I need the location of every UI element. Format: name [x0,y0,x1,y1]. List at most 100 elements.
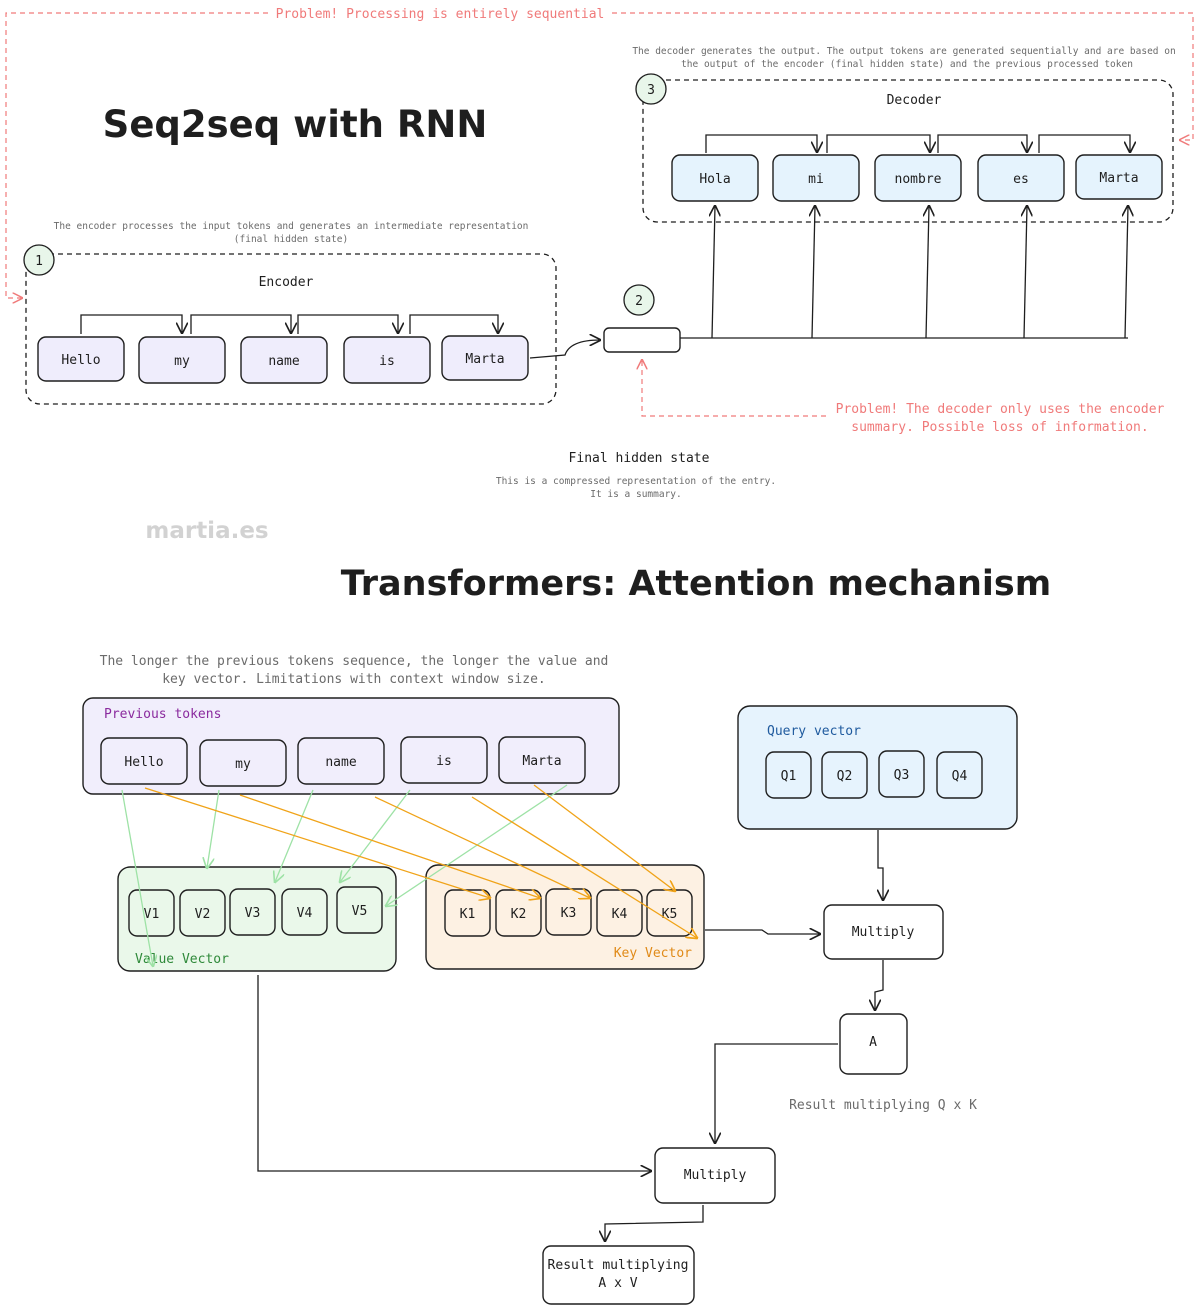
result-av-line-2: A x V [598,1276,637,1291]
encoder-token-label-2: my [174,354,190,369]
summary-problem-text-1: Problem! The decoder only uses the encod… [836,402,1165,417]
decoder-container [642,79,1174,223]
summary-problem-text-2: summary. Possible loss of information. [851,420,1148,435]
attention-a-box [839,1013,908,1075]
encoder-sequence-arrow-2 [190,314,291,334]
decoder-token-box-4 [977,154,1065,202]
query-vector-label: Query vector [767,724,861,739]
value-item-label-1: V1 [144,907,160,922]
key-item-label-2: K2 [511,907,527,922]
attention-a-label: A [869,1035,877,1050]
previous-token-label-2: my [235,757,251,772]
decoder-token-box-3 [874,154,962,202]
value-item-label-5: V5 [352,904,368,919]
multiply-to-a-arrow [875,960,884,1010]
query-item-box-1 [765,751,812,799]
encoder-token-box-2 [138,336,226,384]
encoder-step-badge [23,244,55,276]
hidden-step-badge [623,284,655,316]
value-item-label-3: V3 [245,906,261,921]
query-item-box-4 [936,751,983,799]
encoder-token-label-5: Marta [465,352,504,367]
hidden-description: This is a compressed representation of t… [496,476,776,487]
hidden-description-2: It is a summary. [590,489,682,500]
decoder-tokens: Hola mi nombre es Marta [671,134,1163,202]
token-to-key-arrows [144,784,697,938]
key-item-label-4: K4 [612,907,628,922]
value-item-box-1 [128,889,175,937]
encoder-label: Encoder [259,275,314,290]
previous-token-label-5: Marta [522,754,561,769]
encoder-sequence-arrow-3 [297,314,398,334]
result-av-box [542,1245,695,1305]
summary-problem-connector [642,360,826,417]
query-item-box-3 [878,750,925,798]
key-item-label-5: K5 [662,907,678,922]
decoder-token-label-3: nombre [895,172,942,187]
transformers-title: Transformers: Attention mechanism [341,564,1051,604]
encoder-sequence-arrow-1 [80,314,182,334]
value-item-label-4: V4 [297,906,313,921]
decoder-step-number: 3 [647,83,655,98]
previous-token-label-3: name [325,755,356,770]
decoder-token-label-1: Hola [699,172,730,187]
previous-token-box-5 [498,736,586,784]
decoder-sequence-arrow-4 [1038,134,1130,153]
sequential-problem-text: Problem! Processing is entirely sequenti… [276,7,605,22]
previous-tokens-label: Previous tokens [104,707,221,722]
value-item-box-5 [336,886,383,934]
decoder-sequence-arrow-3 [937,134,1027,153]
sequential-problem-connector [5,12,1194,298]
value-vector-label: Value Vector [135,952,229,967]
query-item-label-4: Q4 [952,769,968,784]
final-hidden-state-box [603,327,681,353]
key-to-multiply-arrow [705,930,820,934]
context-note-2: key vector. Limitations with context win… [162,672,546,687]
watermark: martia.es [145,518,268,544]
hidden-step-number: 2 [635,294,643,309]
hidden-to-decoder-arrows [680,206,1128,339]
key-vector-label: Key Vector [614,946,692,961]
encoder-container [25,253,557,405]
decoder-sequence-arrow-2 [826,134,930,153]
previous-token-box-4 [400,736,488,784]
encoder-token-box-5 [441,335,529,381]
decoder-sequence-arrow-1 [705,134,817,153]
value-item-box-3 [229,888,276,936]
encoder-description-2: (final hidden state) [234,234,348,245]
result-av-line-1: Result multiplying [548,1258,689,1273]
previous-token-box-2 [199,739,287,787]
value-to-multiply-arrow [257,975,651,1171]
query-item-label-1: Q1 [781,769,797,784]
encoder-token-label-4: is [379,354,395,369]
encoder-token-box-1 [37,336,125,382]
decoder-description: The decoder generates the output. The ou… [632,46,1175,57]
query-item-box-2 [821,751,868,799]
final-hidden-state-label: Final hidden state [569,451,710,466]
key-item-label-1: K1 [460,907,476,922]
decoder-token-label-5: Marta [1099,171,1138,186]
decoder-token-label-4: es [1013,172,1029,187]
decoder-step-badge [635,73,667,105]
multiply-to-result-arrow [605,1205,704,1241]
decoder-token-label-2: mi [808,172,824,187]
decoder-token-box-5 [1075,154,1163,200]
query-item-label-3: Q3 [894,768,910,783]
previous-token-box-3 [297,737,385,785]
decoder-description-2: the output of the encoder (final hidden … [681,59,1133,70]
encoder-token-box-4 [343,336,431,384]
decoder-token-box-1 [671,154,759,202]
encoder-description: The encoder processes the input tokens a… [54,221,529,232]
value-item-box-2 [179,889,226,937]
multiply-av-box [654,1147,776,1204]
multiply-av-label: Multiply [684,1168,747,1183]
previous-token-label-4: is [436,754,452,769]
context-note-1: The longer the previous tokens sequence,… [100,654,609,669]
a-to-multiply-arrow [715,1043,838,1143]
decoder-label: Decoder [887,93,942,108]
encoder-sequence-arrow-4 [409,314,498,334]
encoder-token-label-3: name [268,354,299,369]
